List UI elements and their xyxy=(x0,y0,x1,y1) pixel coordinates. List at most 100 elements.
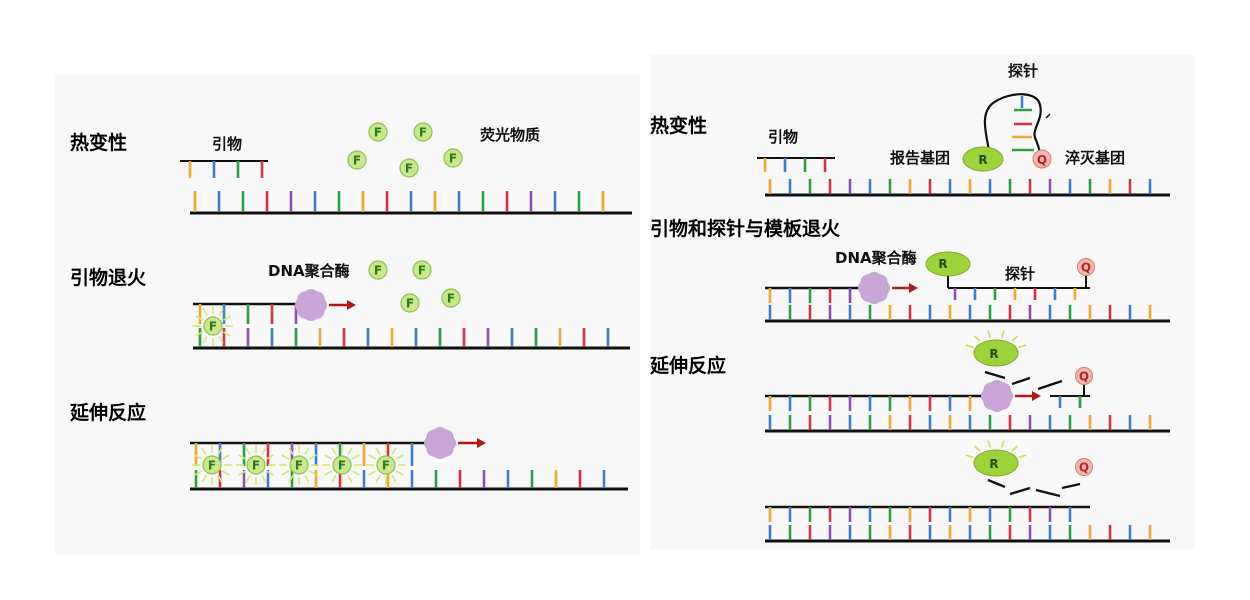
fluorophore xyxy=(289,455,309,475)
left-stage3-polymerase xyxy=(424,427,486,459)
glow-ray xyxy=(974,335,981,342)
glow-ray xyxy=(1011,445,1018,452)
right-stage3b-quencher: Q xyxy=(1075,458,1093,476)
glow-ray xyxy=(965,344,974,349)
right-stage-extension: 延伸反应 xyxy=(649,354,726,377)
right-stage-annealing: 引物和探针与模板退火 xyxy=(650,217,841,240)
right-stage3b-released-reporter: R xyxy=(965,440,1027,477)
glow-ray xyxy=(347,447,353,456)
glow-ray xyxy=(202,335,208,344)
right-stage2-polymerase xyxy=(858,272,918,304)
glow-ray xyxy=(375,474,381,483)
glow-ray xyxy=(218,308,224,317)
fluorophore xyxy=(368,260,388,280)
fluorophore xyxy=(368,122,388,142)
fluorophore-letter: F xyxy=(209,320,217,334)
svg-text:R: R xyxy=(938,257,947,271)
glow-ray xyxy=(375,447,381,456)
arrow-head xyxy=(1032,391,1041,401)
reporter xyxy=(973,449,1019,477)
glow-ray xyxy=(261,474,267,483)
fluorophore-letter: F xyxy=(252,459,260,473)
glow-ray xyxy=(351,454,360,460)
glow-ray xyxy=(201,447,207,456)
glow-ray xyxy=(395,454,404,460)
glow-ray xyxy=(238,454,247,460)
right-stage2-quencher: Q xyxy=(1077,258,1095,276)
glow-ray xyxy=(217,474,223,483)
polymerase-core xyxy=(430,433,450,453)
fluorophore xyxy=(202,455,222,475)
glow-ray xyxy=(391,447,397,456)
arrow-head xyxy=(347,300,356,310)
glow-ray xyxy=(281,470,290,476)
right-stage3a-released-reporter: R xyxy=(965,330,1027,367)
fluorophore-letter: F xyxy=(449,152,457,166)
right-stage2-reporter: R xyxy=(925,251,971,277)
glow-ray xyxy=(261,447,267,456)
fluorophore-letter: F xyxy=(353,154,361,168)
left-stage1-template xyxy=(190,191,632,215)
glow-ray xyxy=(288,474,294,483)
glow-ray xyxy=(1018,454,1027,459)
glow-ray xyxy=(194,470,203,476)
svg-text:Q: Q xyxy=(1037,153,1047,167)
glow-ray xyxy=(195,331,204,337)
glow-ray xyxy=(222,331,231,337)
glow-ray xyxy=(1001,330,1005,338)
right-panel-background xyxy=(650,55,1195,550)
fluorophore xyxy=(332,455,352,475)
arrow-head xyxy=(477,438,486,448)
fluorophore-letter: F xyxy=(208,459,216,473)
right-reporter-label: 报告基团 xyxy=(890,149,950,167)
fluorophore xyxy=(400,293,420,313)
left-stage2-released-fluorophore: F xyxy=(193,306,233,346)
right-stage1-primer xyxy=(757,157,835,172)
right-probe-label: 探针 xyxy=(1005,265,1035,283)
fluorophore xyxy=(412,260,432,280)
probe-fragment xyxy=(1011,376,1031,386)
fluorophore-letter: F xyxy=(382,459,390,473)
glow-ray xyxy=(202,308,208,317)
glow-ray xyxy=(1018,344,1027,349)
glow-ray xyxy=(331,447,337,456)
fluorophore xyxy=(443,148,463,168)
left-fluor-label: 荧光物质 xyxy=(480,126,540,144)
right-stage-denaturation: 热变性 xyxy=(650,114,707,137)
glow-ray xyxy=(201,474,207,483)
right-stage1-template xyxy=(765,179,1170,197)
glow-ray xyxy=(987,440,991,448)
glow-ray xyxy=(288,447,294,456)
probe-fragment xyxy=(1037,379,1063,391)
fluorophore xyxy=(246,455,266,475)
fluorophore xyxy=(399,158,419,178)
glow-ray xyxy=(974,445,981,452)
arrow-head xyxy=(909,283,918,293)
glow-ray xyxy=(222,315,231,321)
glow-ray xyxy=(395,470,404,476)
left-primer-label: 引物 xyxy=(212,135,242,153)
glow-ray xyxy=(221,470,230,476)
glow-ray xyxy=(1011,335,1018,342)
glow-ray xyxy=(965,454,974,459)
fluorophore-letter: F xyxy=(295,459,303,473)
polymerase-core xyxy=(301,295,321,315)
glow-ray xyxy=(238,470,247,476)
fluorophore xyxy=(413,122,433,142)
glow-ray xyxy=(245,447,251,456)
probe-fragment xyxy=(987,478,1006,489)
reporter-letter: R xyxy=(989,347,998,361)
fluorophore-letter: F xyxy=(447,292,455,306)
right-probe-hairpin xyxy=(983,93,1051,159)
left-stage2-polymerase xyxy=(295,289,356,321)
right-polymerase-label: DNA聚合酶 xyxy=(835,249,917,267)
glow-ray xyxy=(217,447,223,456)
fluorophore-letter: F xyxy=(418,264,426,278)
glow-ray xyxy=(221,454,230,460)
polymerase-core xyxy=(864,278,884,298)
glow-ray xyxy=(304,474,310,483)
right-stage3a-strands xyxy=(765,370,1170,433)
glow-ray xyxy=(265,470,274,476)
fluorophore xyxy=(347,150,367,170)
